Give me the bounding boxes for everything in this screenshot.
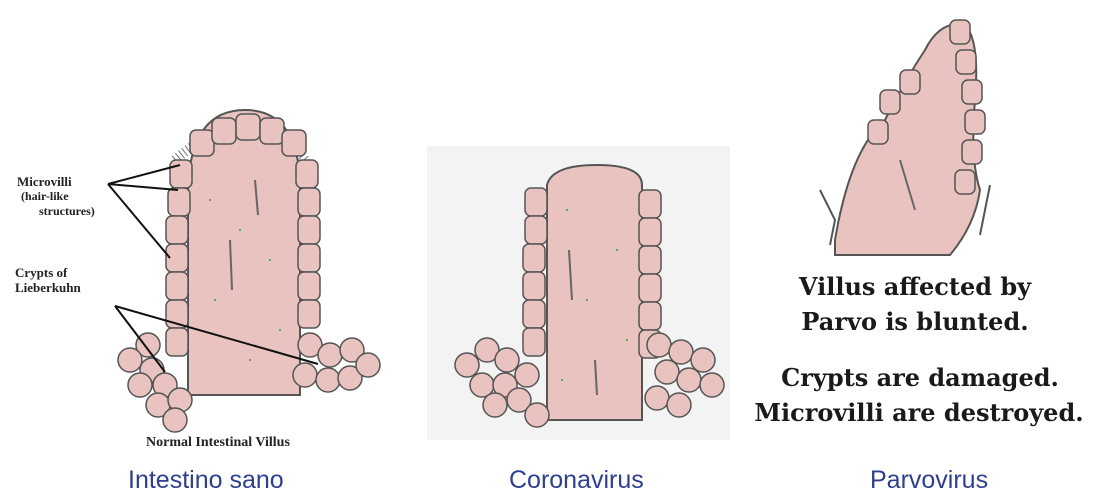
normal-villus-illustration xyxy=(0,0,420,470)
crypts-label-line-1: Crypts of xyxy=(15,265,81,280)
parvo-note-2: Parvo is blunted. xyxy=(790,307,1040,336)
caption-coronavirus: Coronavirus xyxy=(509,466,644,495)
parvo-note-1: Villus affected by xyxy=(790,272,1040,301)
caption-intestino-sano: Intestino sano xyxy=(128,466,284,495)
normal-villus-panel: Microvilli (hair-like structures) Crypts… xyxy=(0,0,420,501)
parvovirus-panel: Villus affected by Parvo is blunted. Cry… xyxy=(740,0,1098,501)
parvovirus-villus-illustration xyxy=(740,0,1098,270)
caption-parvovirus: Parvovirus xyxy=(870,466,988,495)
normal-villus-sub-caption: Normal Intestinal Villus xyxy=(146,435,290,451)
parvo-note-4: Microvilli are destroyed. xyxy=(740,398,1098,427)
crypts-label-line-2: Lieberkuhn xyxy=(15,280,81,295)
microvilli-note-2: structures) xyxy=(17,204,95,219)
microvilli-label-text: Microvilli xyxy=(17,174,95,189)
crypts-label: Crypts of Lieberkuhn xyxy=(15,265,81,295)
coronavirus-panel: Coronavirus xyxy=(427,0,747,501)
parvo-note-3: Crypts are damaged. xyxy=(765,363,1075,392)
microvilli-note-1: (hair-like xyxy=(17,189,95,204)
microvilli-label: Microvilli (hair-like structures) xyxy=(17,174,95,219)
coronavirus-villus-illustration xyxy=(427,0,747,460)
